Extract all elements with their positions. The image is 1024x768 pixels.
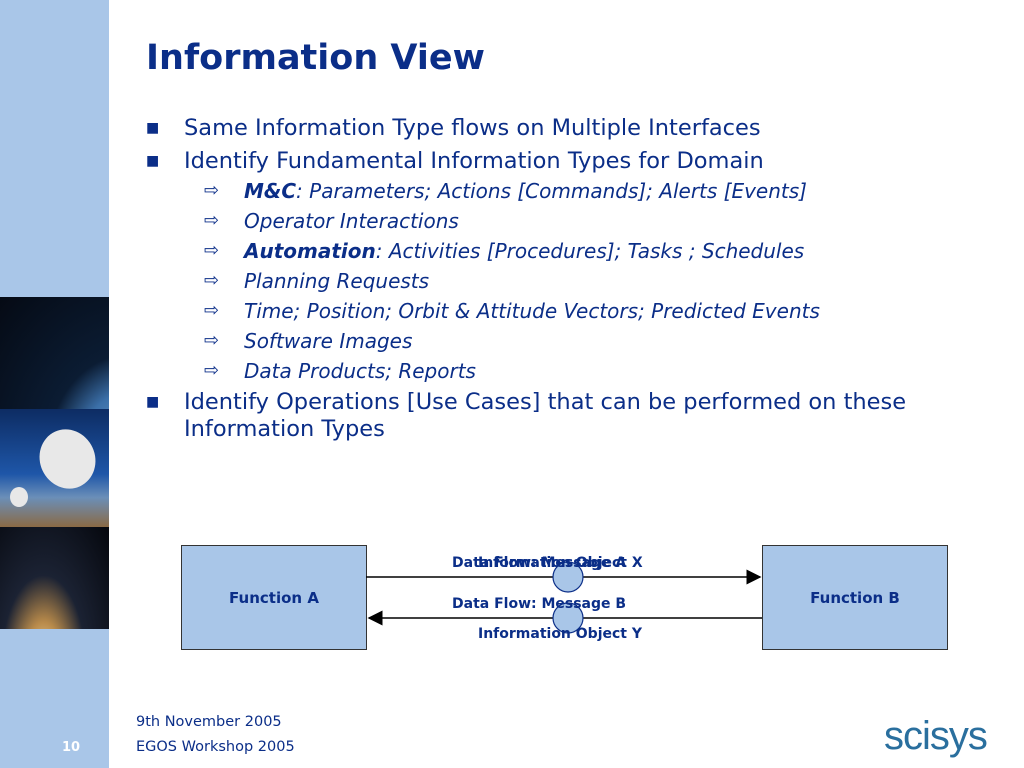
flow-a-label: Data Flow: Message A	[452, 555, 627, 571]
satellite-dish-image	[0, 409, 109, 527]
square-bullet-icon: ■	[146, 120, 160, 136]
sub-bullet-item: ⇨M&C: Parameters; Actions [Commands]; Al…	[204, 179, 807, 203]
function-a-box: Function A	[181, 545, 367, 650]
footer-event: EGOS Workshop 2005	[136, 739, 295, 755]
sub-bullet-item: ⇨Data Products; Reports	[204, 359, 476, 383]
sub-bullet-item: ⇨Planning Requests	[204, 269, 430, 293]
footer-date: 9th November 2005	[136, 714, 282, 730]
slide-title: Information View	[146, 38, 485, 78]
object-x-label: Information Object X	[478, 555, 643, 571]
arrow-bullet-icon: ⇨	[204, 330, 220, 351]
arrow-bullet-icon: ⇨	[204, 360, 220, 381]
arrow-bullet-icon: ⇨	[204, 270, 220, 291]
function-b-box: Function B	[762, 545, 948, 650]
object-x-lollipop	[552, 561, 584, 593]
satellite-image	[0, 527, 109, 629]
bullet-item: ■Same Information Type flows on Multiple…	[146, 115, 761, 141]
arrow-bullet-icon: ⇨	[204, 300, 220, 321]
square-bullet-icon: ■	[146, 394, 160, 410]
sub-bullet-item: ⇨Automation: Activities [Procedures]; Ta…	[204, 239, 805, 263]
sub-bullet-item: ⇨Time; Position; Orbit & Attitude Vector…	[204, 299, 820, 323]
bullet-list: ■Same Information Type flows on Multiple…	[146, 115, 946, 449]
scisys-logo: scisys	[884, 714, 988, 758]
square-bullet-icon: ■	[146, 153, 160, 169]
arrow-bullet-icon: ⇨	[204, 210, 220, 231]
arrow-bullet-icon: ⇨	[204, 240, 220, 261]
page-number: 10	[62, 740, 81, 755]
small-dish-shape	[10, 487, 28, 507]
bullet-item: ■Identify Operations [Use Cases] that ca…	[146, 389, 907, 442]
bullet-item: ■Identify Fundamental Information Types …	[146, 148, 764, 174]
sub-bullet-item: ⇨Software Images	[204, 329, 413, 353]
earth-horizon-image	[0, 297, 109, 409]
arrow-bullet-icon: ⇨	[204, 180, 220, 201]
object-y-label: Information Object Y	[478, 626, 642, 642]
sub-bullet-item: ⇨Operator Interactions	[204, 209, 459, 233]
flow-b-label: Data Flow: Message B	[452, 596, 627, 612]
object-y-lollipop	[552, 602, 584, 634]
